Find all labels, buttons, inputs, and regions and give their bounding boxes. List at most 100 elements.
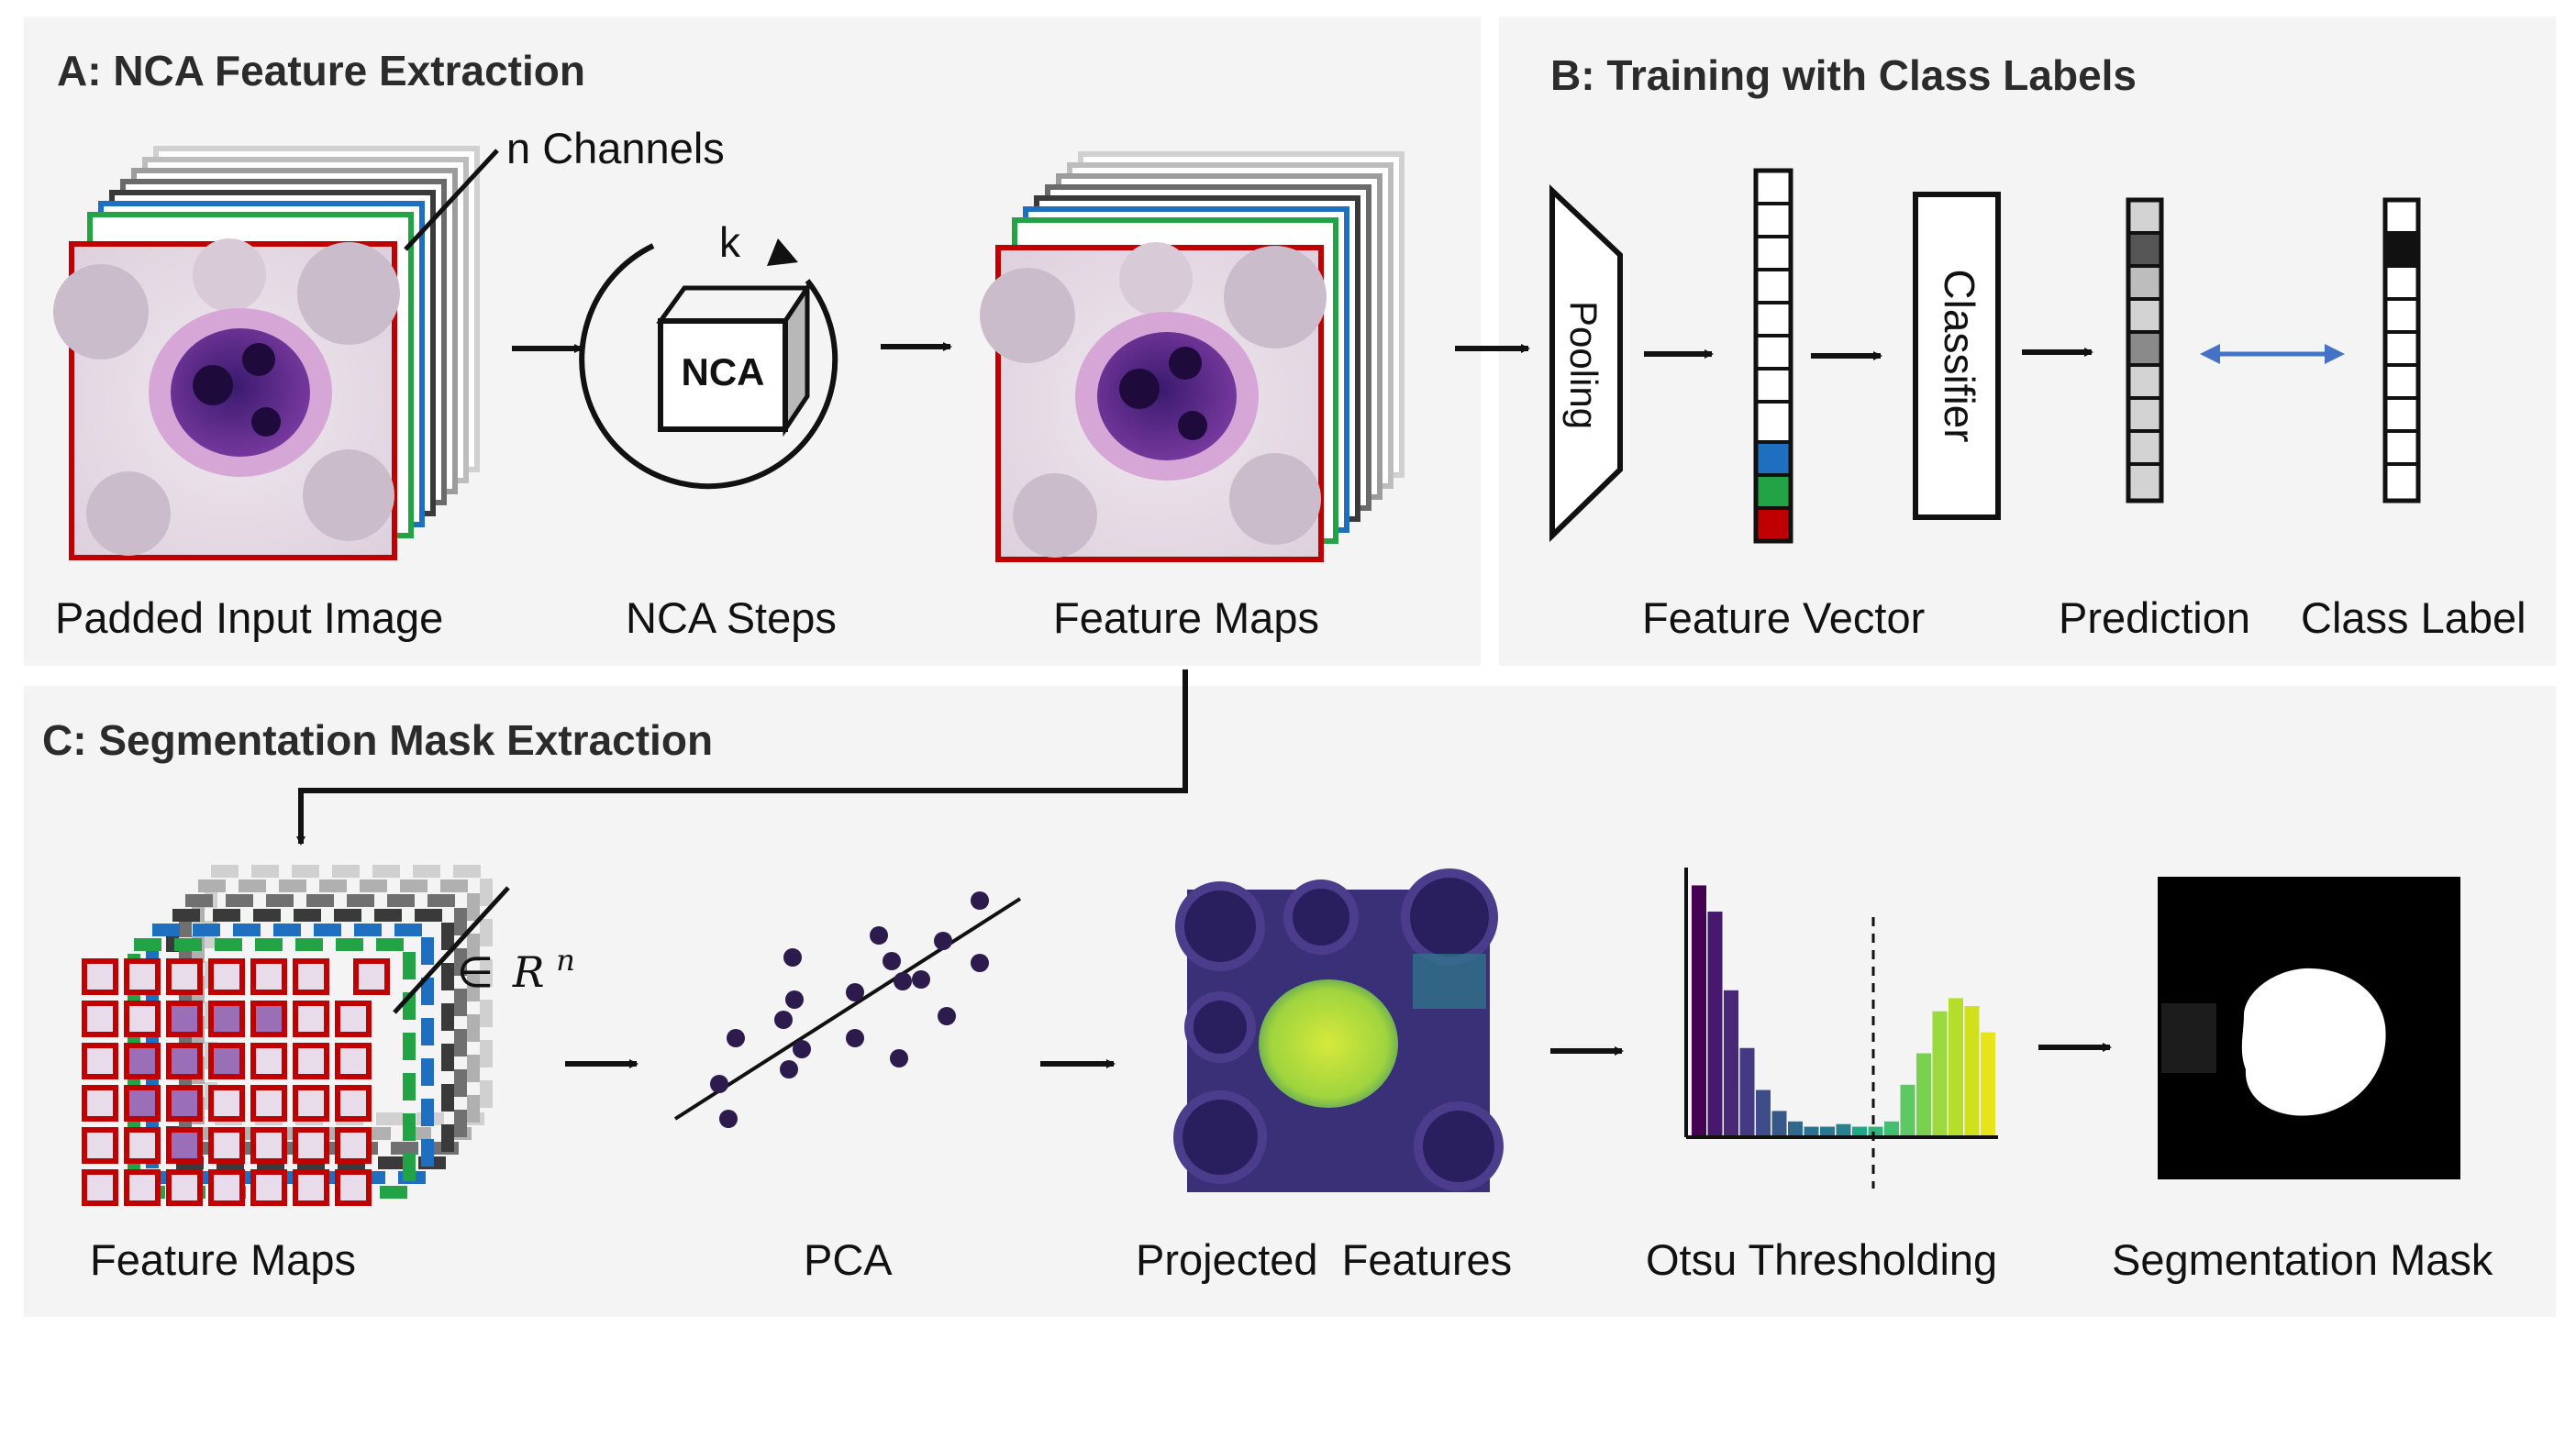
otsu-label: Otsu Thresholding [1646, 1235, 1997, 1284]
feature-patch [166, 1127, 203, 1164]
feature-patch [353, 958, 390, 995]
feature-patch [166, 1001, 203, 1037]
feature-patch [335, 1169, 372, 1206]
classifier-block: Classifier [1913, 192, 2001, 520]
feature-patch [293, 1127, 329, 1164]
segmentation-mask-label: Segmentation Mask [2112, 1235, 2493, 1284]
histogram-bar [1900, 1084, 1915, 1137]
red-patch-grid [82, 958, 390, 1206]
feature-patch [166, 958, 203, 995]
feature-patch [250, 1001, 287, 1037]
input-image-stack [53, 146, 480, 560]
feature-patch [293, 1001, 329, 1037]
histogram-bar [1724, 990, 1738, 1137]
classifier-label: Classifier [1936, 269, 1983, 442]
histogram-bar [1756, 1090, 1771, 1137]
panel-c-title: C: Segmentation Mask Extraction [42, 716, 713, 764]
histogram-bar [1820, 1126, 1835, 1137]
feature-patch [124, 1001, 161, 1037]
feature-patch-stack [82, 865, 493, 1206]
feature-patch [208, 958, 245, 995]
feature-patch [82, 1001, 118, 1037]
feature-patch [166, 1043, 203, 1079]
cell-image [53, 238, 400, 556]
histogram-bar [1884, 1121, 1899, 1137]
panel-b-title: B: Training with Class Labels [1550, 51, 2137, 99]
pca-scatter [673, 891, 1022, 1128]
feature-patch [208, 1127, 245, 1164]
class-label-label: Class Label [2301, 593, 2526, 642]
feature-vector-label: Feature Vector [1642, 593, 1925, 642]
feature-patch [208, 1085, 245, 1122]
otsu-histogram [1684, 868, 1998, 1189]
feature-patch [293, 1085, 329, 1122]
nca-cube: NCA [656, 280, 812, 437]
histogram-bar [1981, 1032, 1995, 1137]
feature-patch [82, 1043, 118, 1079]
feature-patch [82, 1085, 118, 1122]
panel-a-title: A: NCA Feature Extraction [57, 47, 585, 94]
input-image-label: Padded Input Image [55, 593, 443, 642]
feature-patch [250, 1043, 287, 1079]
feature-patch [208, 1169, 245, 1206]
channels-pointer [404, 149, 499, 251]
feature-patch [82, 1127, 118, 1164]
histogram-bar [1964, 1006, 1980, 1137]
feature-patch [208, 1043, 245, 1079]
compare-double-arrow [2200, 344, 2345, 364]
feature-patch [335, 1001, 372, 1037]
arrow-features-to-segmentation [296, 669, 1188, 846]
histogram-bar [1692, 885, 1706, 1137]
feature-patch [124, 1043, 161, 1079]
feature-patch [293, 958, 329, 995]
feature-maps-label-a: Feature Maps [1053, 593, 1319, 642]
feature-patch [82, 1169, 118, 1206]
projected-features-label: Projected Features [1136, 1235, 1512, 1284]
prediction-label: Prediction [2059, 593, 2250, 642]
feature-patch [124, 1127, 161, 1164]
nca-steps: k NCA [579, 218, 838, 490]
k-label: k [719, 218, 741, 266]
feature-patch [335, 1085, 372, 1122]
feature-patch [250, 1127, 287, 1164]
feature-patch [335, 1043, 372, 1079]
feature-maps-label-c: Feature Maps [90, 1235, 356, 1284]
projected-features-image [1173, 868, 1504, 1192]
histogram-bar [1836, 1123, 1851, 1137]
histogram-bar [1868, 1126, 1883, 1137]
histogram-bar [1771, 1111, 1787, 1137]
feature-vector [1753, 168, 1793, 544]
feature-patch [166, 1169, 203, 1206]
feature-patch [124, 958, 161, 995]
feature-patch [208, 1001, 245, 1037]
feature-patch [293, 1169, 329, 1206]
histogram-bar [1852, 1126, 1867, 1137]
rn-label: ∈ R n [457, 943, 575, 997]
rn-pointer [393, 886, 510, 1014]
feature-patch [124, 1085, 161, 1122]
feature-patch [250, 1085, 287, 1122]
feature-patch [124, 1169, 161, 1206]
feature-map-stack [980, 151, 1405, 562]
histogram-bar [1707, 912, 1723, 1137]
feature-patch [166, 1085, 203, 1122]
feature-patch [82, 958, 118, 995]
nca-box-label: NCA [682, 350, 765, 393]
channels-label: n Channels [506, 124, 725, 172]
feature-patch [335, 1127, 372, 1164]
segmentation-mask-image [2158, 877, 2460, 1179]
histogram-bar [1739, 1047, 1755, 1137]
feature-map-image [980, 242, 1327, 558]
nca-steps-label: NCA Steps [626, 593, 837, 642]
pca-label: PCA [804, 1235, 893, 1284]
histogram-bar [1916, 1053, 1931, 1137]
histogram-bar [1949, 998, 1963, 1137]
class-label-vector [2382, 197, 2421, 503]
histogram-bar [1932, 1011, 1948, 1137]
feature-patch [250, 1169, 287, 1206]
pooling-block: Pooling [1549, 184, 1623, 543]
prediction-vector [2126, 197, 2164, 503]
histogram-bar [1788, 1121, 1803, 1137]
feature-patch [250, 958, 287, 995]
